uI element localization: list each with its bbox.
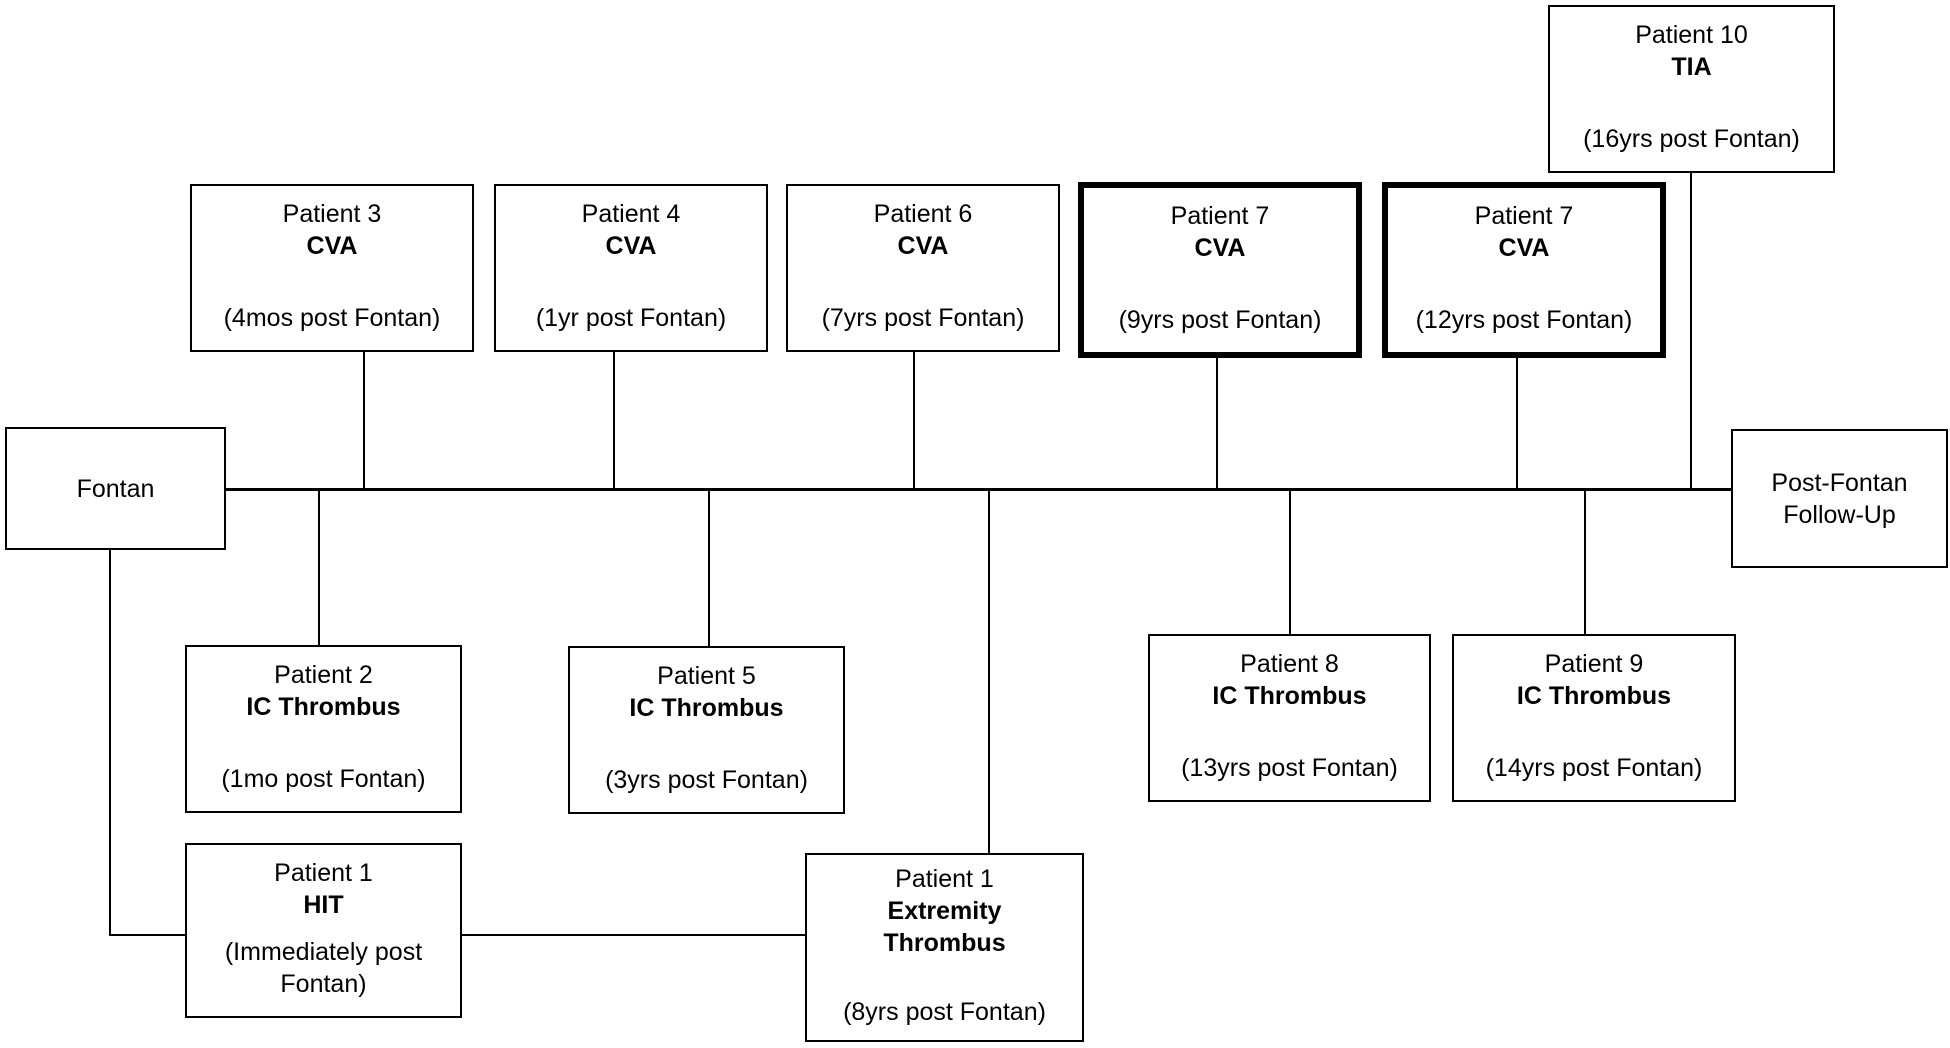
- timing-label: (16yrs post Fontan): [1583, 125, 1800, 153]
- event-label: CVA: [897, 232, 949, 260]
- node-patient1-hit: Patient 1 HIT (Immediately post Fontan): [185, 843, 462, 1018]
- event-label: HIT: [303, 891, 344, 919]
- timing-label: (1mo post Fontan): [221, 765, 426, 793]
- event-label: CVA: [605, 232, 657, 260]
- connector-patient6: [913, 352, 915, 489]
- patient-label: Patient 6: [873, 200, 973, 228]
- node-fontan: Fontan: [5, 427, 226, 550]
- patient-label: Patient 7: [1170, 202, 1270, 230]
- event-label: CVA: [1498, 234, 1550, 262]
- event-label: IC Thrombus: [246, 693, 401, 721]
- timing-label: (12yrs post Fontan): [1415, 306, 1633, 334]
- event-label: TIA: [1671, 53, 1712, 81]
- patient-label: Patient 5: [657, 662, 756, 690]
- node-patient3-cva: Patient 3 CVA (4mos post Fontan): [190, 184, 474, 352]
- patient-label: Patient 9: [1544, 650, 1644, 678]
- patient-label: Patient 7: [1474, 202, 1574, 230]
- timing-label: (9yrs post Fontan): [1118, 306, 1322, 334]
- connector-fontan-to-hit: [109, 934, 185, 936]
- node-patient4-cva: Patient 4 CVA (1yr post Fontan): [494, 184, 768, 352]
- node-patient5-ic-thrombus: Patient 5 IC Thrombus (3yrs post Fontan): [568, 646, 845, 814]
- patient-label: Patient 3: [282, 200, 382, 228]
- connector-patient7-9yrs: [1216, 358, 1218, 489]
- node-patient7-cva-12yrs: Patient 7 CVA (12yrs post Fontan): [1382, 182, 1666, 358]
- timeline-line: [226, 488, 1731, 491]
- node-patient10-tia: Patient 10 TIA (16yrs post Fontan): [1548, 5, 1835, 173]
- connector-patient9: [1584, 491, 1586, 634]
- connector-patient10: [1690, 173, 1692, 489]
- node-patient9-ic-thrombus: Patient 9 IC Thrombus (14yrs post Fontan…: [1452, 634, 1736, 802]
- connector-patient8: [1289, 491, 1291, 634]
- connector-patient2: [318, 491, 320, 645]
- follow-up-label: Post-Fontan Follow-Up: [1771, 468, 1908, 529]
- patient-label: Patient 2: [274, 661, 373, 689]
- timing-label: (Immediately post Fontan): [224, 938, 423, 998]
- patient-label: Patient 10: [1635, 21, 1748, 49]
- timing-label: (7yrs post Fontan): [821, 304, 1025, 332]
- node-post-fontan-follow-up: Post-Fontan Follow-Up: [1731, 429, 1948, 568]
- event-label: CVA: [1194, 234, 1246, 262]
- timing-label: (3yrs post Fontan): [605, 766, 808, 794]
- connector-patient3: [363, 352, 365, 489]
- timing-label: (8yrs post Fontan): [843, 998, 1046, 1026]
- event-label: IC Thrombus: [1516, 682, 1672, 710]
- node-patient1-extremity-thrombus: Patient 1 Extremity Thrombus (8yrs post …: [805, 853, 1084, 1042]
- connector-fontan-down: [109, 550, 111, 936]
- connector-patient4: [613, 352, 615, 489]
- fontan-label: Fontan: [76, 474, 155, 503]
- patient-label: Patient 4: [581, 200, 681, 228]
- node-patient6-cva: Patient 6 CVA (7yrs post Fontan): [786, 184, 1060, 352]
- node-patient7-cva-9yrs: Patient 7 CVA (9yrs post Fontan): [1078, 182, 1362, 358]
- event-label: Extremity Thrombus: [883, 897, 1006, 957]
- patient-label: Patient 8: [1240, 650, 1339, 678]
- node-patient2-ic-thrombus: Patient 2 IC Thrombus (1mo post Fontan): [185, 645, 462, 813]
- timing-label: (1yr post Fontan): [535, 304, 727, 332]
- event-label: IC Thrombus: [629, 694, 784, 722]
- connector-hit-to-extremity: [462, 934, 805, 936]
- connector-patient7-12yrs: [1516, 358, 1518, 489]
- event-label: CVA: [306, 232, 358, 260]
- patient-label: Patient 1: [895, 865, 994, 893]
- connector-patient5: [708, 491, 710, 646]
- node-patient8-ic-thrombus: Patient 8 IC Thrombus (13yrs post Fontan…: [1148, 634, 1431, 802]
- connector-patient1-extremity: [988, 491, 990, 853]
- patient-label: Patient 1: [274, 859, 373, 887]
- event-label: IC Thrombus: [1212, 682, 1367, 710]
- timing-label: (13yrs post Fontan): [1181, 754, 1398, 782]
- timing-label: (4mos post Fontan): [223, 304, 441, 332]
- timing-label: (14yrs post Fontan): [1485, 754, 1703, 782]
